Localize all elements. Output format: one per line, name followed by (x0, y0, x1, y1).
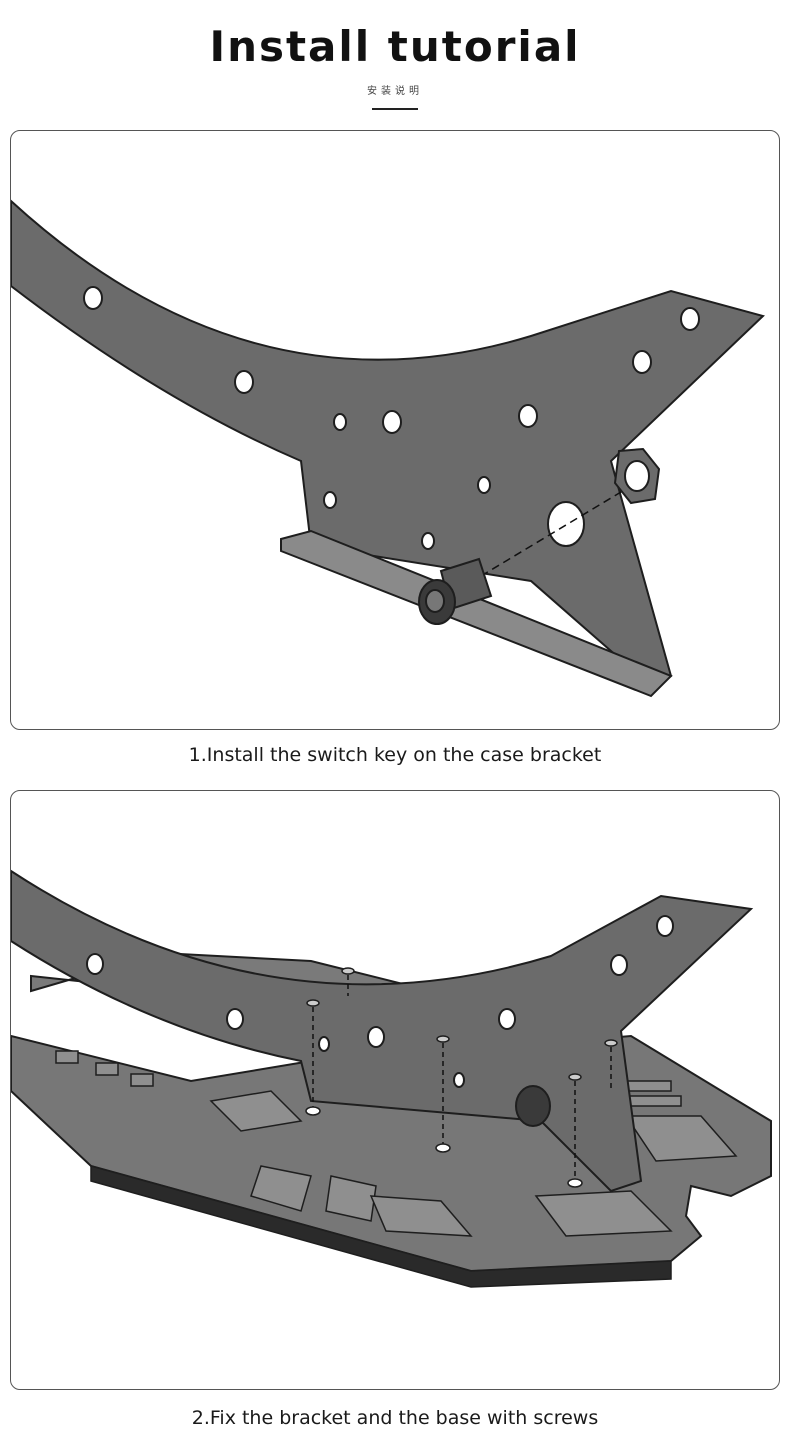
screws (306, 967, 618, 1081)
bracket-flange (280, 529, 673, 698)
step-2-illustration (10, 790, 780, 1390)
switch-key (515, 1085, 551, 1127)
bracket-drawing (11, 199, 765, 698)
page-subtitle: 安装说明 (367, 86, 423, 97)
screw-holes (305, 1106, 583, 1188)
switch-key (418, 557, 493, 625)
step-2-caption: 2.Fix the bracket and the base with scre… (191, 1407, 599, 1429)
step-1-illustration (10, 130, 780, 730)
mounting-holes (86, 915, 674, 1088)
case-bracket-plate (11, 199, 765, 688)
mounting-holes (83, 286, 700, 550)
page-title: Install tutorial (209, 22, 581, 71)
step-1-caption: 1.Install the switch key on the case bra… (188, 744, 602, 766)
hex-nut (613, 447, 661, 505)
base-assembly-drawing (11, 869, 772, 1288)
title-divider (372, 108, 418, 110)
